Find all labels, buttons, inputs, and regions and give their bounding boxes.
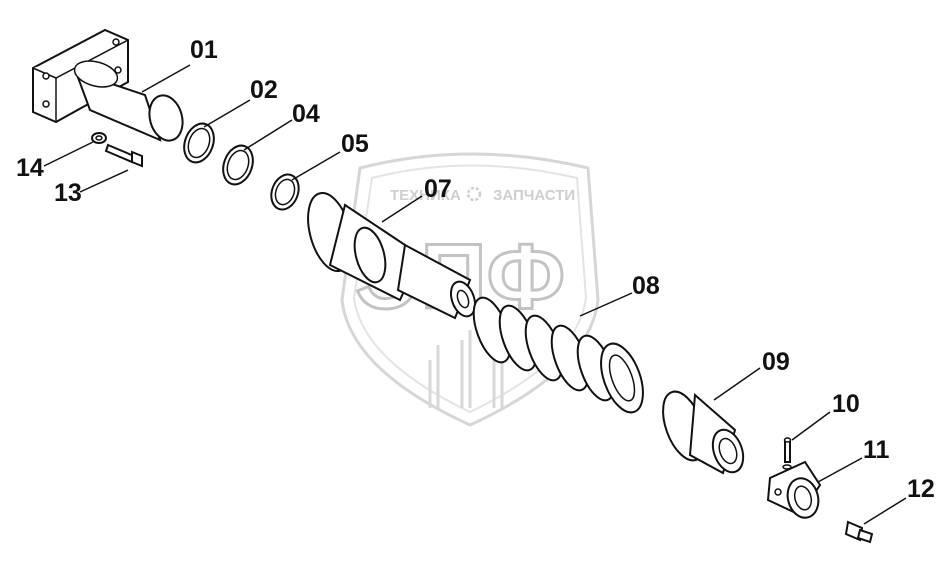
wheat-icon [428, 330, 504, 408]
callout-09: 09 [762, 348, 790, 376]
part-12-grease-nipple [844, 520, 874, 544]
part-14-washer [91, 132, 107, 144]
part-04-ring [222, 144, 254, 186]
watermark-tagline-right: ЗАПЧАСТИ [493, 187, 575, 204]
callout-11: 11 [863, 436, 890, 464]
callout-07: 07 [424, 175, 452, 203]
callout-labels: 01 02 04 05 07 08 09 10 11 12 13 14 [16, 36, 935, 503]
gear-icon [466, 186, 482, 202]
part-11-collar [766, 460, 822, 519]
callout-14: 14 [16, 154, 44, 182]
part-01-flanged-shaft [32, 28, 184, 142]
part-13-bolt [104, 143, 143, 168]
callout-13: 13 [54, 179, 82, 207]
watermark-tagline-left: ТЕХНИКА [390, 187, 461, 204]
part-09-flanged-bushing [662, 390, 745, 475]
part-10-pin [783, 437, 792, 463]
part-07-stepped-shaft [307, 192, 477, 320]
callout-08: 08 [632, 272, 660, 300]
callout-04: 04 [292, 100, 320, 128]
part-08-spring [472, 296, 644, 414]
leader-lines [43, 64, 907, 525]
callout-01: 01 [190, 36, 218, 64]
callout-02: 02 [250, 76, 278, 104]
callout-05: 05 [341, 130, 369, 158]
callout-10: 10 [832, 390, 860, 418]
part-02-ring [183, 122, 215, 164]
callout-12: 12 [907, 475, 935, 503]
part-05-ring [270, 173, 300, 211]
